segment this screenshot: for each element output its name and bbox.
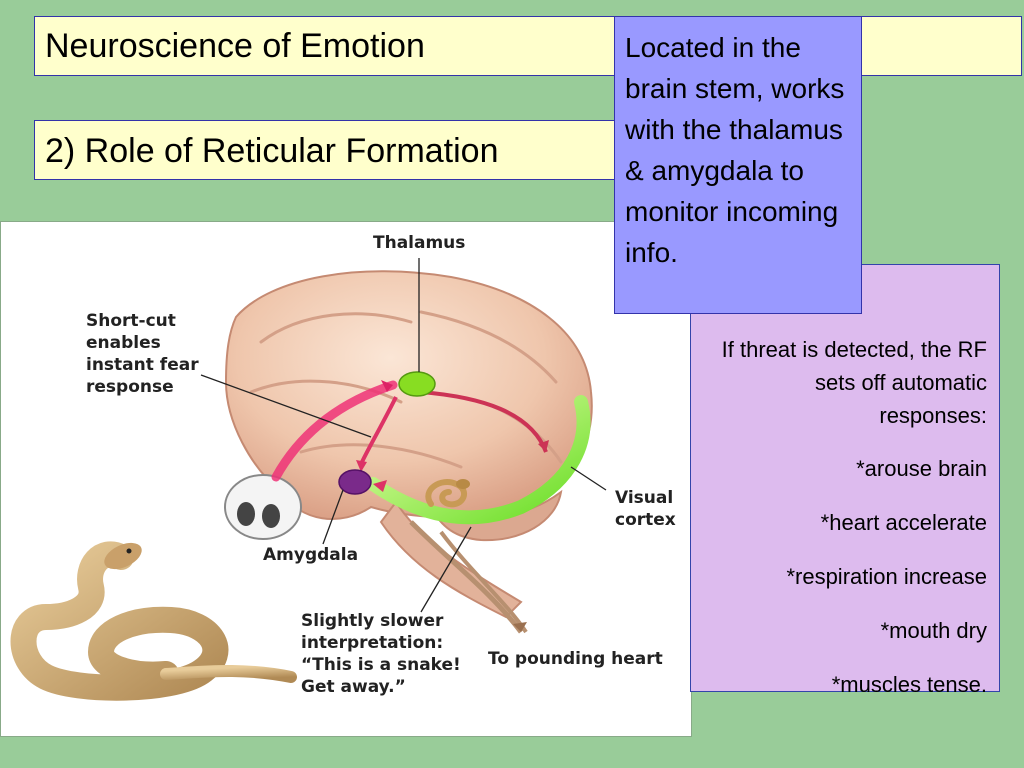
eyes: [224, 474, 302, 540]
response-item: *mouth dry: [880, 618, 987, 643]
brain-diagram: Thalamus Short-cut enables instant fear …: [0, 221, 692, 737]
callout-box: Located in the brain stem, works with th…: [614, 16, 862, 314]
shortcut-line-2: enables: [86, 333, 161, 353]
pounding-heart-label: To pounding heart: [488, 649, 663, 669]
thalamus-label: Thalamus: [373, 233, 466, 253]
slide-title: Neuroscience of Emotion: [34, 16, 1022, 76]
visual-line-2: cortex: [615, 510, 676, 530]
slower-line-1: Slightly slower: [301, 611, 444, 631]
thalamus-marker: [398, 371, 436, 397]
slower-line-3: “This is a snake!: [301, 655, 461, 675]
slower-line-4: Get away.”: [301, 677, 406, 697]
amygdala-label: Amygdala: [263, 545, 359, 565]
mini-snake-icon: [425, 479, 470, 508]
snake-illustration: [10, 541, 297, 701]
shortcut-line-4: response: [86, 377, 174, 397]
slower-interpretation-label: Slightly slower interpretation: “This is…: [301, 610, 461, 698]
response-item: *respiration increase: [786, 564, 987, 589]
slide-subtitle: 2) Role of Reticular Formation: [34, 120, 634, 180]
shortcut-line-1: Short-cut: [86, 311, 176, 331]
threat-intro: If threat is detected, the RF sets off a…: [721, 337, 987, 428]
label-leaders: [200, 258, 607, 613]
slower-line-2: interpretation:: [301, 633, 444, 653]
amygdala-marker: [338, 469, 372, 495]
response-item: *arouse brain: [856, 456, 987, 481]
response-item: *heart accelerate: [820, 510, 987, 535]
visual-line-1: Visual: [615, 488, 674, 508]
shortcut-label: Short-cut enables instant fear response: [86, 310, 199, 398]
visual-cortex-label: Visual cortex: [615, 487, 676, 531]
threat-response-box: If threat is detected, the RF sets off a…: [690, 264, 1000, 697]
brain-illustration: [10, 258, 607, 701]
shortcut-line-3: instant fear: [86, 355, 199, 375]
response-item: *muscles tense.: [831, 672, 987, 697]
